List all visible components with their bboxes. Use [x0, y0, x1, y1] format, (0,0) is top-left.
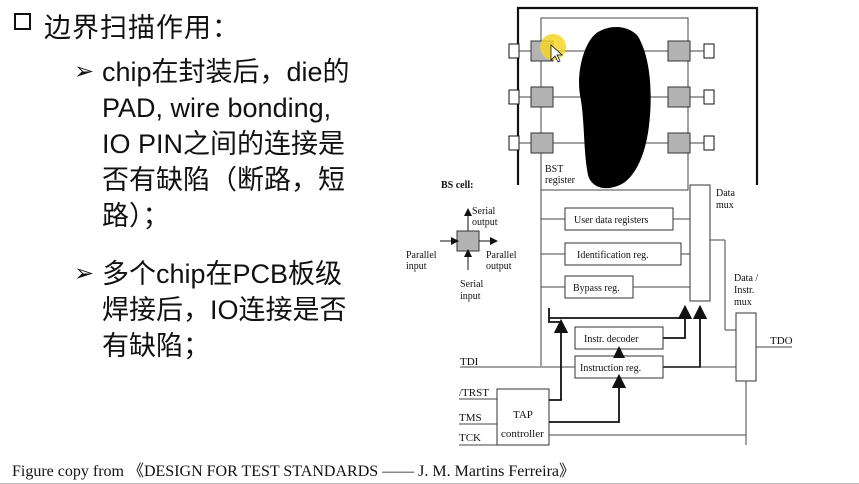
serial-output-label: Serial [472, 206, 496, 217]
bs-cell-symbol [456, 230, 480, 252]
data-mux-box [689, 184, 711, 302]
bs-cell [530, 132, 554, 154]
serial-input-label: Serial [460, 279, 484, 290]
bullet-line: 多个chip在PCB板级 [102, 259, 343, 289]
mouse-cursor-icon [550, 44, 564, 63]
bs-cell [530, 86, 554, 108]
bullet-line: 焊接后，IO连接是否 [102, 295, 347, 325]
pin-right [703, 89, 715, 105]
pin-left [508, 89, 520, 105]
trst-label: /TRST [459, 387, 489, 399]
data-instr-mux-label: mux [734, 297, 752, 308]
die-shape [579, 26, 651, 189]
data-instr-mux-label: Instr. [734, 285, 754, 296]
tdi-label: TDI [460, 356, 479, 368]
bullet-line: chip在封装后，die的 [102, 57, 350, 87]
bullet-item-1: ➢ chip在封装后，die的 PAD, wire bonding, IO PI… [74, 54, 416, 234]
tap-controller-label: TAP [513, 409, 533, 421]
bs-cell-title: BS cell: [441, 180, 474, 191]
pin-left [508, 43, 520, 59]
instruction-reg-label: Instruction reg. [580, 363, 641, 374]
bullet-line: IO PIN之间的连接是 [102, 129, 346, 159]
tap-controller-label: controller [501, 428, 544, 440]
arrow-bullet-icon: ➢ [74, 58, 95, 85]
identification-reg-label: Identification reg. [577, 250, 649, 261]
bs-cell [667, 40, 691, 62]
instr-decoder-label: Instr. decoder [584, 334, 639, 345]
bullet-line: 否有缺陷（断路，短 [102, 165, 345, 195]
data-instr-mux-label: Data / [734, 273, 758, 284]
pin-right [703, 135, 715, 151]
bst-label: BST [545, 164, 563, 175]
pin-right [703, 43, 715, 59]
bullet-line: PAD, wire bonding, [102, 93, 332, 123]
tms-label: TMS [459, 412, 482, 424]
bst-label: register [545, 175, 576, 186]
slide-heading: 边界扫描作用： [44, 13, 240, 43]
bypass-reg-label: Bypass reg. [573, 283, 620, 294]
parallel-input-label: Parallel [406, 250, 437, 261]
data-mux-label: Data [716, 188, 735, 199]
user-data-registers-label: User data registers [574, 215, 649, 226]
bullet-item-2: ➢ 多个chip在PCB板级 焊接后，IO连接是否 有缺陷； [74, 256, 416, 364]
checkbox-bullet-icon [14, 13, 31, 30]
serial-output-label: output [472, 217, 498, 228]
parallel-output-label: Parallel [486, 250, 517, 261]
parallel-output-label: output [486, 261, 512, 272]
parallel-input-label: input [406, 261, 427, 272]
tdo-label: TDO [770, 335, 793, 347]
data-mux-label: mux [716, 200, 734, 211]
bs-cell [667, 132, 691, 154]
serial-input-label: input [460, 291, 481, 302]
data-instr-mux-box [735, 312, 757, 382]
tck-label: TCK [459, 432, 481, 444]
bullet-line: 有缺陷； [102, 331, 210, 361]
pin-left [508, 135, 520, 151]
arrow-bullet-icon: ➢ [74, 260, 95, 287]
bs-cell [667, 86, 691, 108]
tap-controller-box [496, 388, 550, 446]
bullet-line: 路）； [102, 201, 170, 231]
figure-caption: Figure copy from 《DESIGN FOR TEST STANDA… [12, 463, 575, 480]
